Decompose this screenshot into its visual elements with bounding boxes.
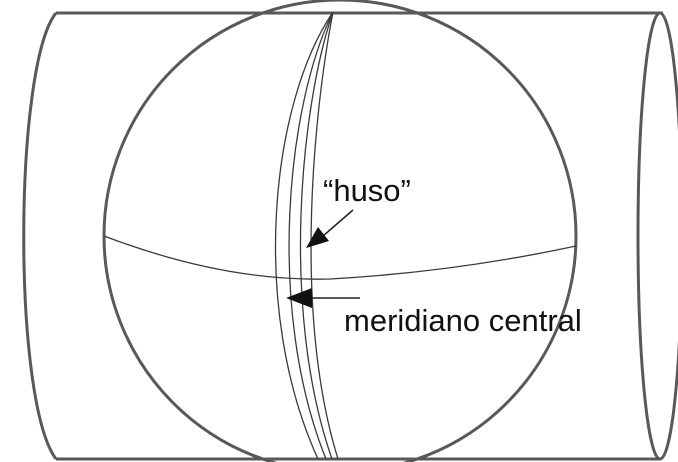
- huso-arrowhead: [306, 227, 329, 248]
- huso-zone: [274, 11, 339, 460]
- zone-inner-meridian: [288, 11, 334, 460]
- zone-right-boundary: [310, 11, 339, 460]
- huso-pointer: [306, 209, 354, 248]
- cylinder-right-end: [636, 11, 678, 461]
- label-huso: “huso”: [323, 173, 411, 208]
- label-meridiano-central: meridiano central: [344, 303, 582, 338]
- central-meridian-arrowhead: [286, 288, 312, 308]
- central-meridian-line: [299, 11, 334, 460]
- huso-pointer-line: [322, 209, 354, 237]
- globe: [102, 0, 578, 462]
- globe-outline: [102, 0, 578, 462]
- zone-left-boundary: [274, 11, 334, 460]
- cylinder: [22, 11, 678, 461]
- central-meridian-pointer: [286, 288, 360, 308]
- equator-line: [103, 235, 577, 280]
- cylinder-left-end: [22, 12, 58, 460]
